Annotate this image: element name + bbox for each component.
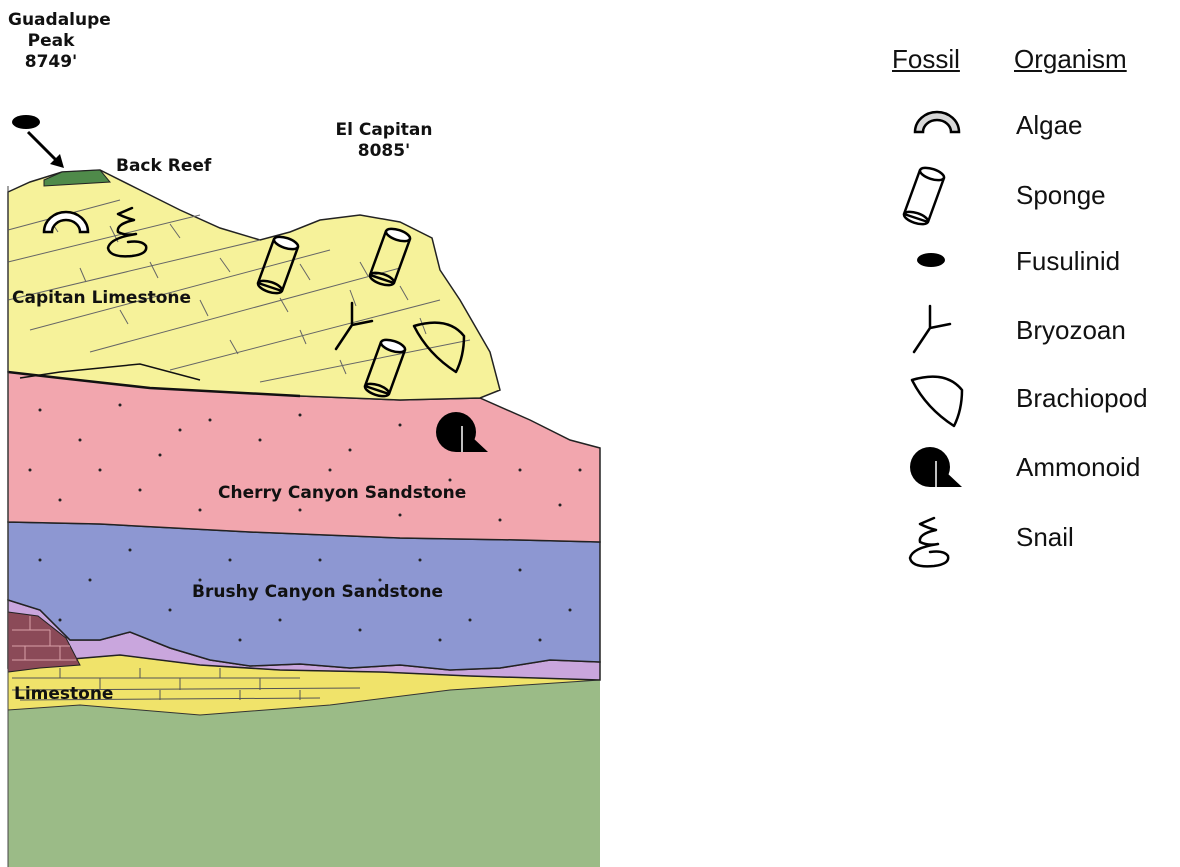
- capitan-limestone-layer: [8, 170, 500, 400]
- snail-icon: [910, 518, 948, 566]
- legend-item-ammonoid: Ammonoid: [1016, 452, 1140, 483]
- brachiopod-icon: [912, 377, 962, 426]
- capitan-limestone-label: Capitan Limestone: [12, 288, 191, 309]
- peak-name-line-2: Peak: [8, 31, 94, 52]
- legend-item-bryozoan: Bryozoan: [1016, 315, 1126, 346]
- el-capitan-label: El Capitan 8085': [328, 120, 440, 162]
- guadalupe-peak-label: Guadalupe Peak 8749': [8, 10, 94, 73]
- legend-header-organism: Organism: [1014, 44, 1127, 75]
- limestone-label: Limestone: [14, 684, 113, 705]
- legend-item-fusulinid: Fusulinid: [1016, 246, 1120, 277]
- back-reef-label: Back Reef: [116, 156, 211, 177]
- brushy-canyon-label: Brushy Canyon Sandstone: [192, 582, 443, 603]
- fusulinid-icon: [917, 253, 945, 267]
- peak-elevation: 8749': [8, 52, 94, 73]
- el-capitan-name: El Capitan: [328, 120, 440, 141]
- el-capitan-elevation: 8085': [328, 141, 440, 162]
- legend-item-algae: Algae: [1016, 110, 1083, 141]
- fusulinid-arrow: [12, 115, 64, 168]
- cherry-canyon-label: Cherry Canyon Sandstone: [218, 483, 466, 504]
- ammonoid-icon: [910, 447, 962, 487]
- legend-header-fossil: Fossil: [892, 44, 960, 75]
- bryozoan-icon: [914, 306, 950, 352]
- cherry-canyon-layer: [8, 372, 600, 542]
- algae-icon: [915, 112, 959, 132]
- sponge-icon: [903, 165, 946, 226]
- peak-name-line-1: Guadalupe: [8, 10, 94, 31]
- basement-layer: [8, 680, 600, 867]
- legend-item-sponge: Sponge: [1016, 180, 1106, 211]
- legend-item-brachiopod: Brachiopod: [1016, 383, 1148, 414]
- legend-item-snail: Snail: [1016, 522, 1074, 553]
